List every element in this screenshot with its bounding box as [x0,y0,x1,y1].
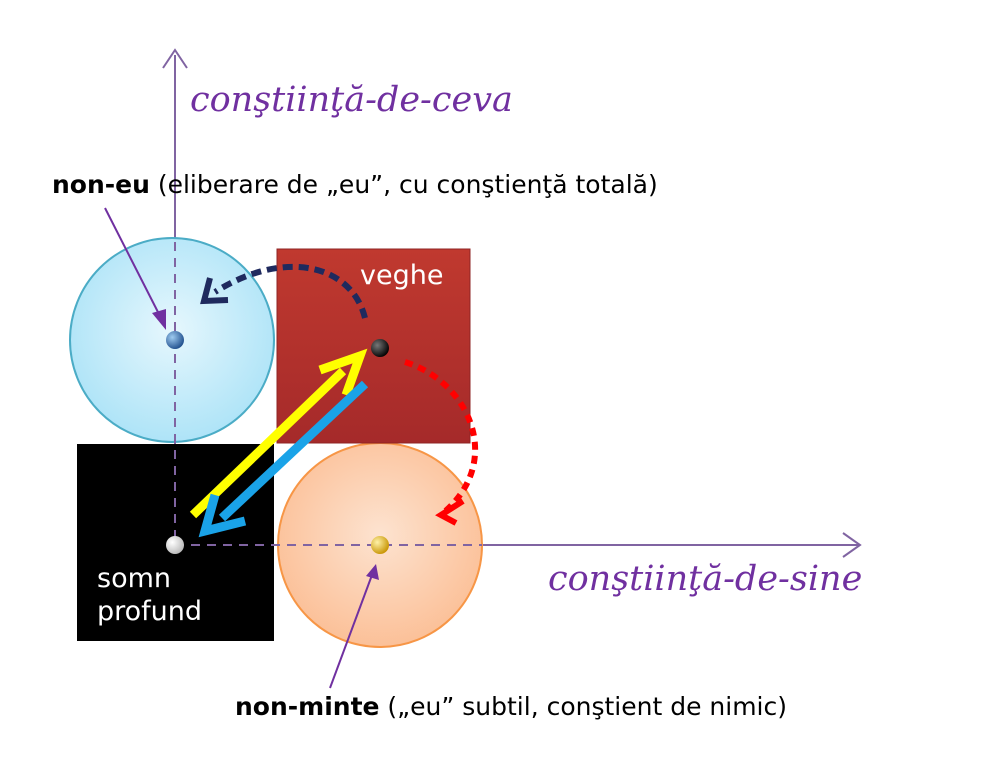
non-eu-dot [166,331,184,349]
non-eu-caption-text: (eliberare de „eu”, cu conştienţă totală… [150,170,658,199]
non-eu-caption-bold: non-eu [52,170,150,199]
somn-dot [166,536,184,554]
somn-label-line1: somn [97,563,171,594]
non-minte-caption: non-minte („eu” subtil, conştient de nim… [235,692,787,721]
non-eu-caption: non-eu (eliberare de „eu”, cu conştienţă… [52,170,658,199]
blue-arrow [198,380,369,538]
non-minte-caption-bold: non-minte [235,692,379,721]
non-minte-caption-text: („eu” subtil, conştient de nimic) [379,692,787,721]
non-minte-pointer-arrow [329,564,379,689]
somn-label-line2: profund [97,596,202,627]
non-eu-pointer-arrow [104,207,166,330]
dark-dotted-arrow [200,263,368,319]
somn-profund-label: somn profund [97,563,202,627]
vertical-axis-label: conştiinţă-de-ceva [190,80,513,120]
veghe-dot [371,339,389,357]
horizontal-axis-label: conştiinţă-de-sine [548,559,862,599]
veghe-label: veghe [360,260,443,291]
non-minte-dot [371,536,389,554]
yellow-arrow [189,348,368,519]
red-dotted-arrow [404,359,479,526]
